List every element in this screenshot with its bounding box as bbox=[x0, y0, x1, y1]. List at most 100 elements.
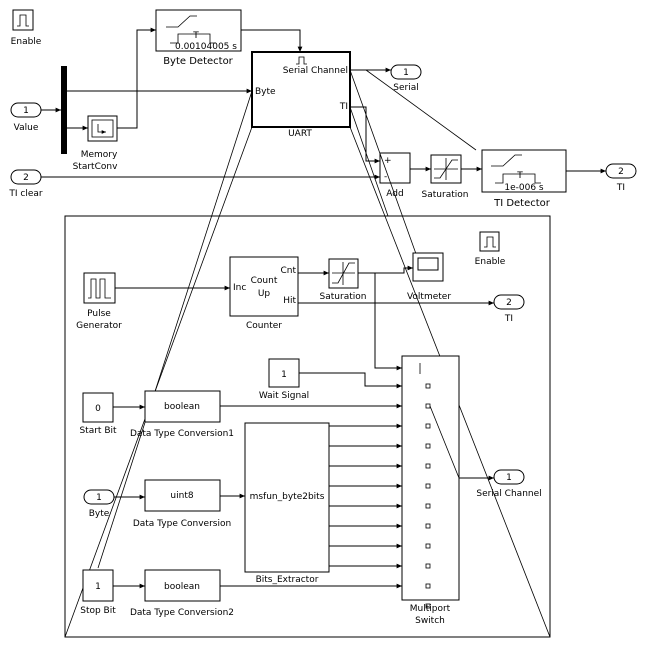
svg-text:Hit: Hit bbox=[283, 296, 296, 306]
svg-text:1: 1 bbox=[96, 493, 102, 503]
top-level-wires bbox=[41, 27, 606, 180]
svg-text:2: 2 bbox=[506, 298, 512, 308]
bits-extractor-block[interactable]: msfun_byte2bits bbox=[244, 422, 330, 573]
data-type-conversion-block[interactable]: uint8 bbox=[144, 479, 221, 512]
switch-port-marker bbox=[425, 463, 431, 469]
pulse-generator-label2: Generator bbox=[76, 321, 122, 331]
svg-text:boolean: boolean bbox=[164, 582, 200, 592]
voltmeter-label: Voltmeter bbox=[407, 292, 451, 302]
ti-detector-label: TI Detector bbox=[493, 198, 551, 209]
svg-text:TI: TI bbox=[339, 102, 348, 112]
ti-outport-sub[interactable]: 2 bbox=[493, 294, 525, 310]
wait-signal-label: Wait Signal bbox=[259, 391, 309, 401]
ti-outport[interactable]: 2 bbox=[605, 163, 637, 179]
pulse-generator-block[interactable] bbox=[83, 272, 116, 304]
ramp-icon bbox=[491, 154, 522, 167]
switch-port-marker bbox=[425, 383, 431, 389]
svg-text:0.00104005 s: 0.00104005 s bbox=[175, 42, 237, 52]
stop-bit-constant[interactable]: 1 bbox=[82, 569, 114, 602]
switch-internal-line bbox=[429, 405, 460, 479]
switch-port-marker bbox=[425, 403, 431, 409]
switch-port-marker bbox=[425, 603, 431, 609]
svg-text:1: 1 bbox=[403, 68, 409, 78]
switch-port-marker bbox=[425, 483, 431, 489]
svg-text:T: T bbox=[192, 31, 199, 41]
subsystem-wires bbox=[113, 265, 494, 589]
byte-inport-sub-label: Byte bbox=[89, 509, 110, 519]
svg-text:boolean: boolean bbox=[164, 402, 200, 412]
memory-label: Memory bbox=[81, 150, 118, 160]
dtc1-label: Data Type Conversion1 bbox=[130, 429, 234, 439]
svg-text:1: 1 bbox=[506, 473, 512, 483]
saturation-top-label: Saturation bbox=[422, 190, 469, 200]
svg-text:1e-006 s: 1e-006 s bbox=[504, 183, 544, 193]
svg-text:Serial Channel: Serial Channel bbox=[283, 66, 348, 76]
voltmeter-scope[interactable] bbox=[412, 252, 444, 282]
data-type-conversion2-block[interactable]: boolean bbox=[144, 569, 221, 602]
bits-extractor-label: Bits_Extractor bbox=[256, 575, 319, 585]
data-type-conversion1-block[interactable]: boolean bbox=[144, 390, 221, 423]
saturation-block-sub[interactable] bbox=[328, 258, 359, 289]
enable-sub-label: Enable bbox=[475, 257, 506, 267]
ti-detector-block[interactable]: T 1e-006 s bbox=[481, 149, 567, 193]
pulse-icon bbox=[17, 14, 29, 27]
bits-wires bbox=[329, 423, 402, 569]
byte-detector-block[interactable]: T 0.00104005 s bbox=[155, 9, 242, 52]
byte-inport-sub[interactable]: 1 bbox=[83, 489, 115, 505]
mux-bar[interactable] bbox=[61, 66, 67, 154]
ti-outport-sub-label: TI bbox=[504, 314, 513, 324]
dtc2-label: Data Type Conversion2 bbox=[130, 608, 234, 618]
svg-text:uint8: uint8 bbox=[170, 491, 193, 501]
pulse-train-icon bbox=[88, 278, 111, 299]
serial-channel-label: Serial Channel bbox=[476, 489, 541, 499]
switch-port-marker bbox=[425, 423, 431, 429]
value-inport[interactable]: 1 bbox=[10, 102, 42, 118]
saturation-sub-label: Saturation bbox=[320, 292, 367, 302]
switch-port-marker bbox=[425, 543, 431, 549]
serial-channel-outport[interactable]: 1 bbox=[493, 469, 525, 485]
svg-text:Byte: Byte bbox=[255, 87, 276, 97]
pulse-icon bbox=[484, 236, 496, 248]
svg-text:2: 2 bbox=[23, 173, 29, 183]
zoom-lines bbox=[64, 69, 551, 638]
wait-signal-constant[interactable]: 1 bbox=[268, 358, 300, 388]
enable-block-top[interactable] bbox=[12, 9, 34, 31]
svg-text:Count: Count bbox=[251, 276, 278, 286]
start-bit-constant[interactable]: 0 bbox=[82, 392, 114, 423]
svg-text:1: 1 bbox=[95, 582, 101, 592]
switch-port-marker bbox=[425, 503, 431, 509]
svg-text:2: 2 bbox=[618, 167, 624, 177]
byte-detector-label: Byte Detector bbox=[163, 56, 233, 67]
ti-outport-label: TI bbox=[616, 183, 625, 193]
enable-top-label: Enable bbox=[11, 37, 42, 47]
switch-port-marker bbox=[425, 443, 431, 449]
add-block[interactable]: + - bbox=[379, 152, 411, 184]
svg-text:1: 1 bbox=[281, 370, 287, 380]
ti-clear-inport[interactable]: 2 bbox=[10, 169, 42, 185]
stop-bit-label: Stop Bit bbox=[80, 606, 116, 616]
switch-port-marker bbox=[425, 523, 431, 529]
switch-label: Switch bbox=[415, 616, 445, 626]
uart-subsystem[interactable]: Byte Serial Channel TI bbox=[251, 51, 351, 128]
serial-outport-label: Serial bbox=[393, 83, 418, 93]
multiport-switch-block[interactable] bbox=[401, 355, 460, 609]
memory-block[interactable] bbox=[87, 115, 118, 142]
pulse-icon bbox=[170, 33, 216, 44]
ramp-icon bbox=[166, 15, 197, 28]
svg-text:1: 1 bbox=[23, 106, 29, 116]
svg-text:T: T bbox=[516, 171, 523, 181]
svg-text:-: - bbox=[384, 172, 387, 182]
dtc-label: Data Type Conversion bbox=[133, 519, 231, 529]
svg-text:Cnt: Cnt bbox=[280, 266, 296, 276]
svg-text:0: 0 bbox=[95, 404, 101, 414]
pulse-icon bbox=[296, 56, 307, 65]
counter-block[interactable]: Inc Cnt Hit Count Up bbox=[229, 256, 299, 317]
switch-port-marker bbox=[425, 583, 431, 589]
counter-label: Counter bbox=[246, 321, 282, 331]
switch-input-ports bbox=[425, 383, 460, 609]
svg-text:msfun_byte2bits: msfun_byte2bits bbox=[250, 492, 325, 502]
saturation-block-top[interactable] bbox=[430, 154, 462, 184]
enable-block-sub[interactable] bbox=[479, 231, 500, 252]
serial-outport[interactable]: 1 bbox=[390, 64, 422, 80]
